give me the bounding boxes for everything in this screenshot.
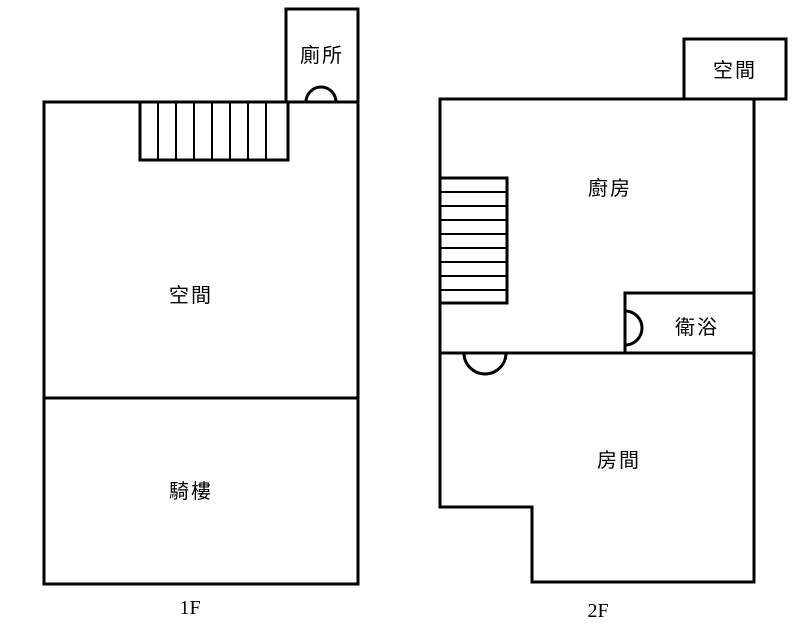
floor-2f-label: 2F	[587, 600, 608, 622]
floor-1f: 廁所 空間 騎樓 1F	[42, 7, 360, 619]
floor-2f: 空間 廚房 衛浴 房間 2F	[438, 37, 788, 622]
toilet-door	[304, 85, 338, 104]
toilet-label: 廁所	[300, 43, 344, 67]
bathroom-label: 衛浴	[675, 315, 719, 339]
bedroom-label: 房間	[597, 448, 641, 472]
bedroom-door	[462, 351, 508, 376]
floor-2f-stairs	[438, 176, 509, 305]
floor-1f-label: 1F	[179, 597, 200, 619]
stair-frame	[138, 100, 290, 162]
floor-2f-outline	[438, 97, 756, 584]
main-space-label: 空間	[169, 283, 213, 307]
bathroom-door	[623, 309, 644, 347]
top-space-room	[682, 37, 788, 101]
top-space-label: 空間	[713, 58, 757, 82]
floor-1f-stairs	[138, 100, 290, 162]
floor-1f-outline	[42, 100, 360, 586]
stair-frame	[438, 176, 509, 305]
kitchen-label: 廚房	[588, 176, 632, 200]
arcade-label: 騎樓	[169, 479, 213, 503]
